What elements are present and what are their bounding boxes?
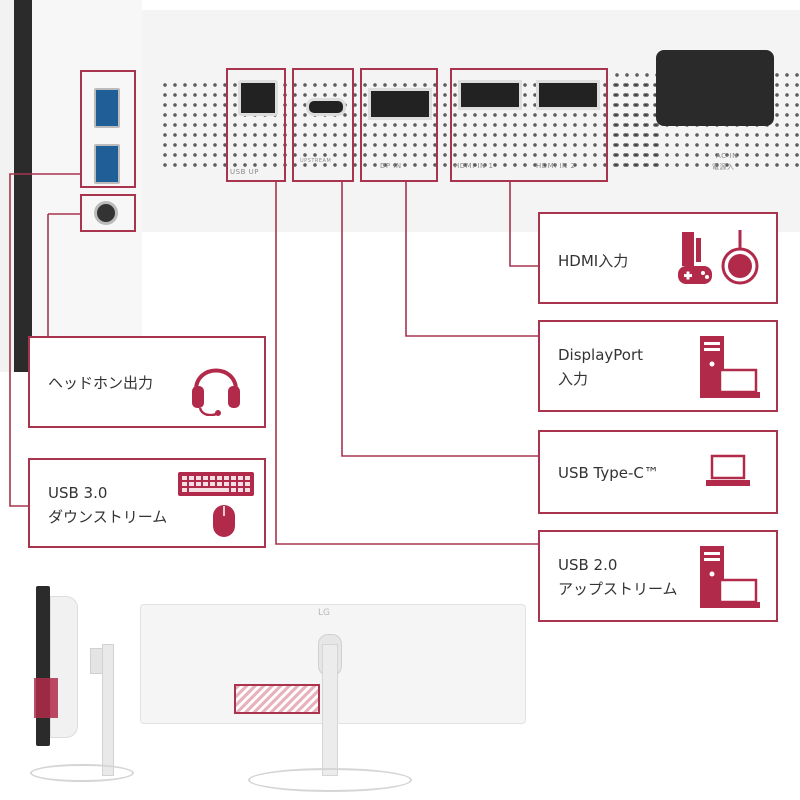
displayport-label-1: DisplayPort bbox=[558, 346, 644, 364]
line-hdmi bbox=[509, 182, 540, 267]
laptop-icon bbox=[706, 454, 750, 486]
side-view-ports-highlight bbox=[34, 678, 58, 718]
game-console-icon bbox=[678, 232, 712, 284]
usb-a-port-1 bbox=[94, 88, 120, 128]
usb-up-label: USB UP bbox=[230, 168, 259, 176]
usb30-ports-highlight bbox=[80, 70, 136, 188]
desktop-pc-icon bbox=[700, 546, 760, 608]
usb30-label-2: ダウンストリーム bbox=[48, 508, 168, 526]
ac-inlet bbox=[656, 50, 774, 126]
dp-highlight bbox=[360, 68, 438, 182]
rear-view-port-area-highlight bbox=[234, 684, 320, 714]
ac-in-label: AC-IN bbox=[716, 152, 738, 160]
usbc-label: USB Type-C™ bbox=[558, 464, 659, 482]
ac-in-jp-label: 電源入 bbox=[712, 163, 735, 171]
headphone-jack bbox=[94, 201, 118, 225]
hdmi-highlight bbox=[450, 68, 608, 182]
line-usb-up bbox=[275, 182, 540, 545]
hdmi-in-1-label: HDMI IN 1 bbox=[454, 162, 494, 170]
usb30-label-1: USB 3.0 bbox=[48, 484, 108, 502]
usb20-panel: USB 2.0 アップストリーム bbox=[538, 530, 778, 622]
usbc-panel: USB Type-C™ bbox=[538, 430, 778, 514]
line-usbc bbox=[341, 182, 540, 457]
rear-view-stand-pole bbox=[322, 644, 338, 776]
rear-view-brand: LG bbox=[318, 608, 330, 618]
usb30-panel: USB 3.0 ダウンストリーム bbox=[28, 458, 266, 548]
usb-c-port bbox=[306, 98, 346, 116]
side-view-stand-pole bbox=[102, 644, 114, 776]
desktop-pc-icon bbox=[700, 336, 760, 398]
rear-view-stand-base bbox=[248, 768, 412, 792]
side-view-panel bbox=[36, 586, 50, 746]
hdmi-label: HDMI入力 bbox=[558, 252, 629, 270]
monitor-rear-view: LG bbox=[140, 604, 526, 800]
dp-port bbox=[368, 88, 432, 120]
upstream-tag: UPSTREAM bbox=[300, 158, 332, 164]
side-view-stand-base bbox=[30, 764, 134, 782]
line-usb30 bbox=[9, 173, 80, 507]
hdmi-port-1 bbox=[458, 80, 522, 110]
usb20-label-1: USB 2.0 bbox=[558, 556, 618, 574]
streaming-stick-icon bbox=[721, 230, 759, 285]
monitor-bezel-edge bbox=[14, 0, 32, 372]
hdmi-panel: HDMI入力 bbox=[538, 212, 778, 304]
keyboard-icon bbox=[178, 472, 254, 496]
usbc-highlight bbox=[292, 68, 354, 182]
usb-b-port bbox=[238, 80, 278, 116]
headphone-jack-highlight bbox=[80, 194, 136, 232]
headphones-icon bbox=[192, 368, 240, 416]
hdmi-in-2-label: HDMI IN 2 bbox=[536, 162, 576, 170]
displayport-label-2: 入力 bbox=[558, 370, 589, 388]
line-dp bbox=[405, 182, 540, 337]
displayport-panel: DisplayPort 入力 bbox=[538, 320, 778, 412]
hdmi-port-2 bbox=[536, 80, 600, 110]
headphone-label: ヘッドホン出力 bbox=[48, 374, 154, 392]
headphone-panel: ヘッドホン出力 bbox=[28, 336, 266, 428]
dp-in-label: DP IN bbox=[380, 162, 402, 170]
mouse-icon bbox=[213, 505, 235, 537]
usb20-label-2: アップストリーム bbox=[558, 580, 678, 598]
usb-a-port-2 bbox=[94, 144, 120, 184]
rear-ports-photo: USB UP UPSTREAM DP IN HDMI IN 1 HDMI IN … bbox=[142, 10, 800, 232]
monitor-side-view bbox=[30, 584, 134, 784]
usb-up-highlight bbox=[226, 68, 286, 182]
